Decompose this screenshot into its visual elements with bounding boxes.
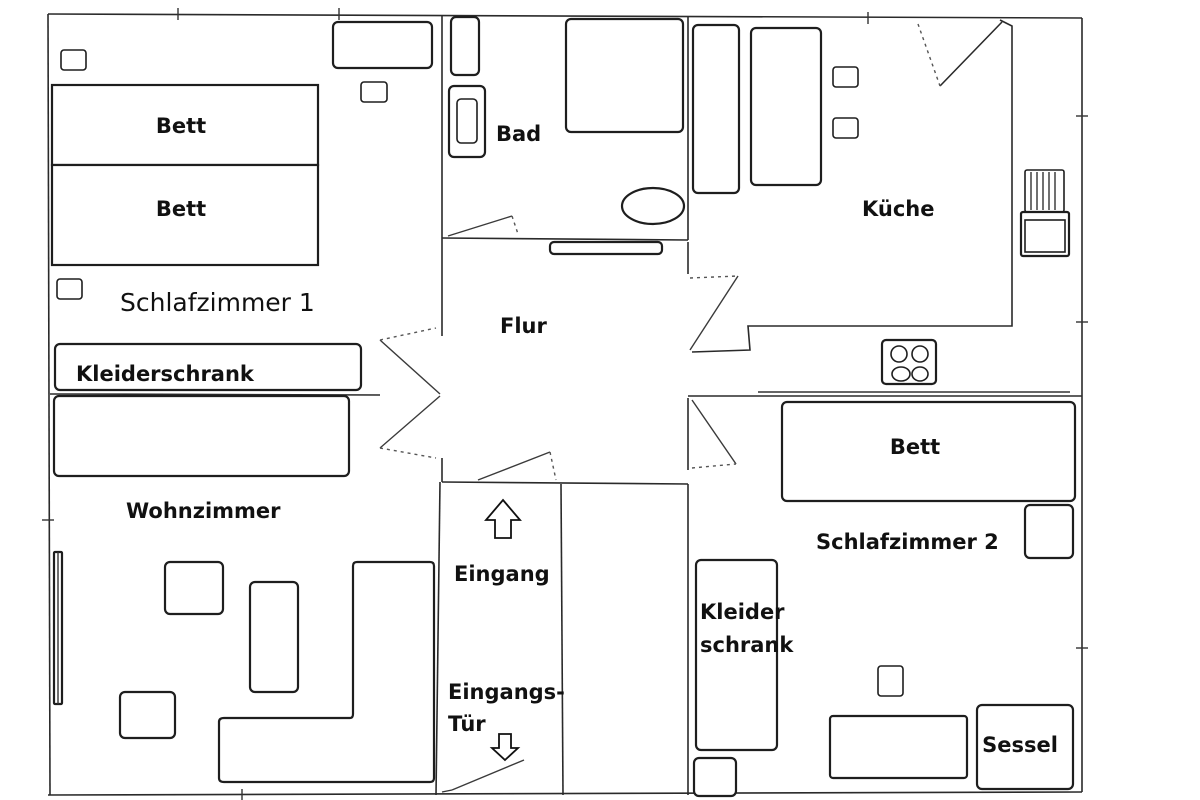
labels: Bett Bett Schlafzimmer 1 Kleiderschrank … bbox=[76, 114, 1058, 757]
furniture-schlafzimmer-1 bbox=[50, 20, 434, 392]
furniture-bad bbox=[447, 15, 686, 256]
room-label-schlafzimmer-1: Schlafzimmer 1 bbox=[120, 288, 315, 317]
entrance-door-label-line1: Eingangs- bbox=[448, 680, 565, 704]
wardrobe-1 bbox=[53, 342, 363, 392]
armchair-label: Sessel bbox=[982, 733, 1058, 757]
wardrobe-label-2-line2: schrank bbox=[700, 633, 794, 657]
bathtub bbox=[564, 17, 685, 134]
arrow-down-icon bbox=[489, 733, 521, 762]
bed-label-1b: Bett bbox=[156, 197, 206, 221]
furniture-wohnzimmer bbox=[52, 394, 436, 784]
doors bbox=[379, 215, 739, 793]
entrance-door-label-line2: Tür bbox=[448, 712, 486, 736]
bed-label-2: Bett bbox=[890, 435, 940, 459]
interior-walls bbox=[49, 16, 1082, 796]
armchair bbox=[975, 703, 1075, 791]
bed-label-1a: Bett bbox=[156, 114, 206, 138]
wardrobe-label-2-line1: Kleider bbox=[700, 600, 785, 624]
room-label-kueche: Küche bbox=[862, 197, 935, 221]
bed-1b bbox=[50, 163, 320, 267]
room-label-eingang: Eingang bbox=[454, 562, 550, 586]
bed-2 bbox=[780, 400, 1077, 503]
radiator bbox=[548, 240, 664, 256]
room-label-wohnzimmer: Wohnzimmer bbox=[126, 499, 281, 523]
bed-1a bbox=[50, 83, 320, 167]
room-label-flur: Flur bbox=[500, 314, 547, 338]
room-label-bad: Bad bbox=[496, 122, 541, 146]
outer-walls bbox=[42, 8, 1088, 800]
entrance-arrows bbox=[484, 498, 522, 762]
wardrobe-2 bbox=[694, 558, 779, 752]
sink bbox=[620, 186, 686, 226]
furniture-schlafzimmer-2 bbox=[692, 400, 1077, 798]
arrow-up-icon bbox=[484, 498, 522, 539]
room-label-schlafzimmer-2: Schlafzimmer 2 bbox=[816, 530, 999, 554]
wardrobe-label-1: Kleiderschrank bbox=[76, 362, 255, 386]
furniture-kueche bbox=[691, 23, 1071, 386]
